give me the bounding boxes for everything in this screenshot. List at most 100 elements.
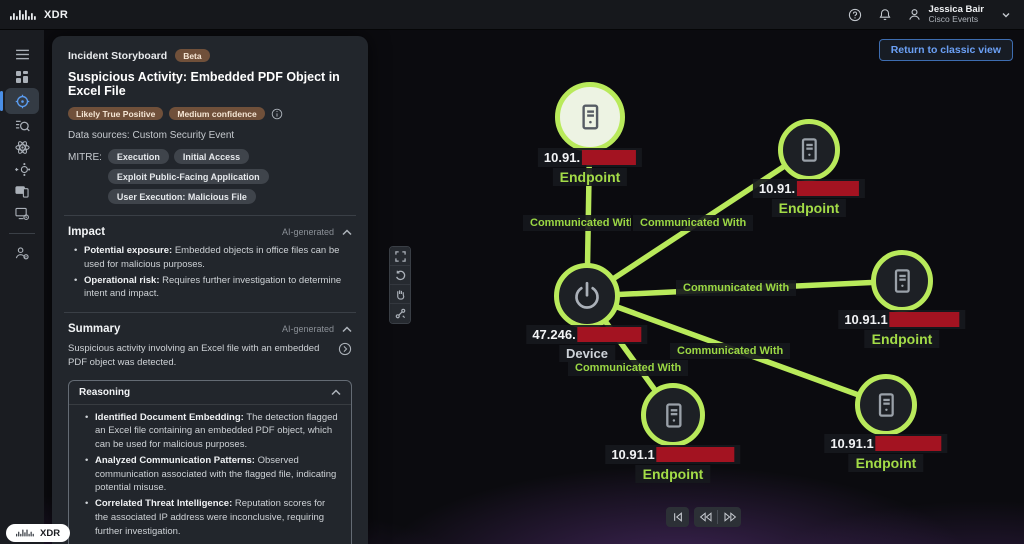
chevron-down-icon[interactable] — [998, 7, 1014, 23]
sidebar-item-device-management[interactable] — [6, 203, 38, 224]
collapse-chevron-icon[interactable] — [342, 326, 352, 333]
edge-label-communicated-with: Communicated With — [523, 215, 631, 231]
bullet-text: The detection flagged an Excel file cont… — [95, 411, 338, 451]
confidence-badge: Medium confidence — [169, 107, 265, 120]
ip-redaction — [577, 327, 642, 342]
server-icon — [870, 389, 902, 421]
node-ip-label: 10.91.1 — [824, 434, 948, 453]
step-buttons — [694, 507, 741, 527]
skip-to-start-button[interactable] — [666, 507, 689, 527]
bullet-lead: Identified Document Embedding: — [95, 411, 244, 423]
graph-node-endpoint[interactable]: 10.91.1 Endpoint — [838, 250, 966, 348]
node-ip-label: 10.91.1 — [605, 445, 741, 464]
expand-circle-icon[interactable] — [338, 342, 352, 356]
storyboard-playback-controls — [666, 507, 741, 527]
mitre-tag[interactable]: User Execution: Malicious File — [107, 189, 256, 204]
ai-generated-label: AI-generated — [281, 227, 334, 237]
ip-redaction — [889, 312, 960, 327]
server-icon — [886, 265, 918, 297]
node-ip-label: 10.91. — [752, 179, 866, 198]
user-avatar-icon — [907, 7, 923, 23]
ip-redaction — [797, 181, 860, 196]
pan-hand-button[interactable] — [390, 285, 410, 304]
user-menu[interactable]: Jessica Bair Cisco Events — [907, 3, 984, 25]
data-sources-line: Data sources: Custom Security Event — [68, 130, 235, 141]
collapse-chevron-icon[interactable] — [331, 389, 341, 396]
sidebar-item-automation[interactable] — [6, 137, 38, 158]
summary-text: Suspicious activity involving an Excel f… — [68, 343, 320, 368]
incident-title: Suspicious Activity: Embedded PDF Object… — [68, 70, 340, 98]
bullet-lead: Analyzed Communication Patterns: — [95, 454, 255, 466]
edge-label-communicated-with: Communicated With — [670, 343, 791, 359]
node-type-label: Endpoint — [635, 465, 711, 483]
sidebar-item-administration[interactable] — [6, 242, 38, 263]
auto-layout-button[interactable] — [390, 304, 410, 323]
info-icon[interactable] — [271, 108, 283, 120]
mitre-tag[interactable]: Exploit Public-Facing Application — [107, 169, 269, 184]
cisco-logo-icon — [10, 8, 36, 22]
mitre-tag[interactable]: Execution — [107, 149, 169, 164]
sidebar-item-investigate[interactable] — [6, 115, 38, 136]
sidebar-item-dashboard[interactable] — [6, 66, 38, 87]
node-type-label: Endpoint — [864, 330, 940, 348]
ip-redaction — [656, 447, 735, 462]
server-icon — [657, 399, 690, 432]
help-icon[interactable] — [847, 7, 863, 23]
step-forward-button[interactable] — [718, 507, 741, 527]
node-ip-label: 47.246. — [526, 325, 648, 344]
sidebar-menu-button[interactable] — [6, 44, 38, 65]
reasoning-card: Reasoning Identified Document Embedding:… — [68, 379, 352, 544]
node-type-label: Endpoint — [552, 168, 628, 186]
graph-node-endpoint[interactable]: 10.91.1 Endpoint — [824, 374, 948, 472]
verdict-badge: Likely True Positive — [68, 107, 164, 120]
reasoning-title: Reasoning — [79, 386, 131, 398]
server-icon — [573, 100, 607, 134]
graph-node-endpoint[interactable]: 10.91. Endpoint — [537, 82, 643, 186]
impact-section-title: Impact — [68, 226, 106, 238]
bullet-lead: Operational risk: — [84, 274, 160, 286]
fit-to-screen-button[interactable] — [390, 247, 410, 266]
step-back-button[interactable] — [694, 507, 717, 527]
node-ip-label: 10.91. — [537, 148, 643, 167]
beta-badge: Beta — [175, 49, 210, 62]
user-org: Cisco Events — [928, 14, 979, 25]
edge-label-communicated-with: Communicated With — [633, 215, 754, 231]
sidebar-item-incidents[interactable] — [0, 88, 39, 114]
bullet-text: Reputation scores for the associated IP … — [95, 498, 326, 537]
divider — [717, 510, 718, 524]
bullet-text: Embedded objects in office files can be … — [84, 245, 340, 270]
power-icon — [569, 278, 605, 314]
graph-node-endpoint[interactable]: 10.91. Endpoint — [752, 119, 866, 217]
bullet-text: Requires further investigation to determ… — [84, 274, 342, 300]
mitre-tag[interactable]: Initial Access — [173, 149, 250, 164]
edge-label-communicated-with: Communicated With — [676, 280, 797, 296]
notifications-bell-icon[interactable] — [877, 7, 893, 23]
divider — [9, 233, 35, 234]
ip-redaction — [875, 436, 942, 451]
user-name: Jessica Bair — [928, 3, 984, 15]
sidebar-item-intelligence[interactable] — [6, 159, 38, 180]
ip-redaction — [582, 150, 637, 165]
graph-node-endpoint[interactable]: 10.91.1 Endpoint — [605, 383, 741, 483]
nav-right-cluster: Jessica Bair Cisco Events — [847, 3, 1014, 25]
sidebar-item-devices[interactable] — [6, 181, 38, 202]
return-to-classic-view-button[interactable]: Return to classic view — [878, 39, 1013, 61]
mitre-label: MITRE: — [68, 152, 102, 163]
brand-name: XDR — [44, 8, 69, 21]
edge-label-communicated-with: Communicated With — [568, 360, 689, 376]
ai-generated-label: AI-generated — [281, 324, 334, 335]
divider — [64, 312, 356, 314]
node-ip-label: 10.91.1 — [838, 310, 966, 329]
graph-node-device[interactable]: 47.246. Device — [526, 263, 648, 362]
collapse-chevron-icon[interactable] — [342, 228, 352, 236]
reset-view-button[interactable] — [390, 266, 410, 285]
bullet-lead: Correlated Threat Intelligence: — [95, 498, 233, 510]
xdr-footer-pill[interactable]: XDR — [6, 524, 71, 542]
server-icon — [793, 134, 825, 166]
incident-storyboard-panel: Incident Storyboard Beta Suspicious Acti… — [52, 36, 368, 544]
panel-eyebrow: Incident Storyboard — [68, 49, 168, 62]
cisco-logo-icon — [16, 528, 34, 538]
bullet-text: Observed communication associated with t… — [95, 454, 337, 494]
node-type-label: Device — [559, 345, 615, 362]
